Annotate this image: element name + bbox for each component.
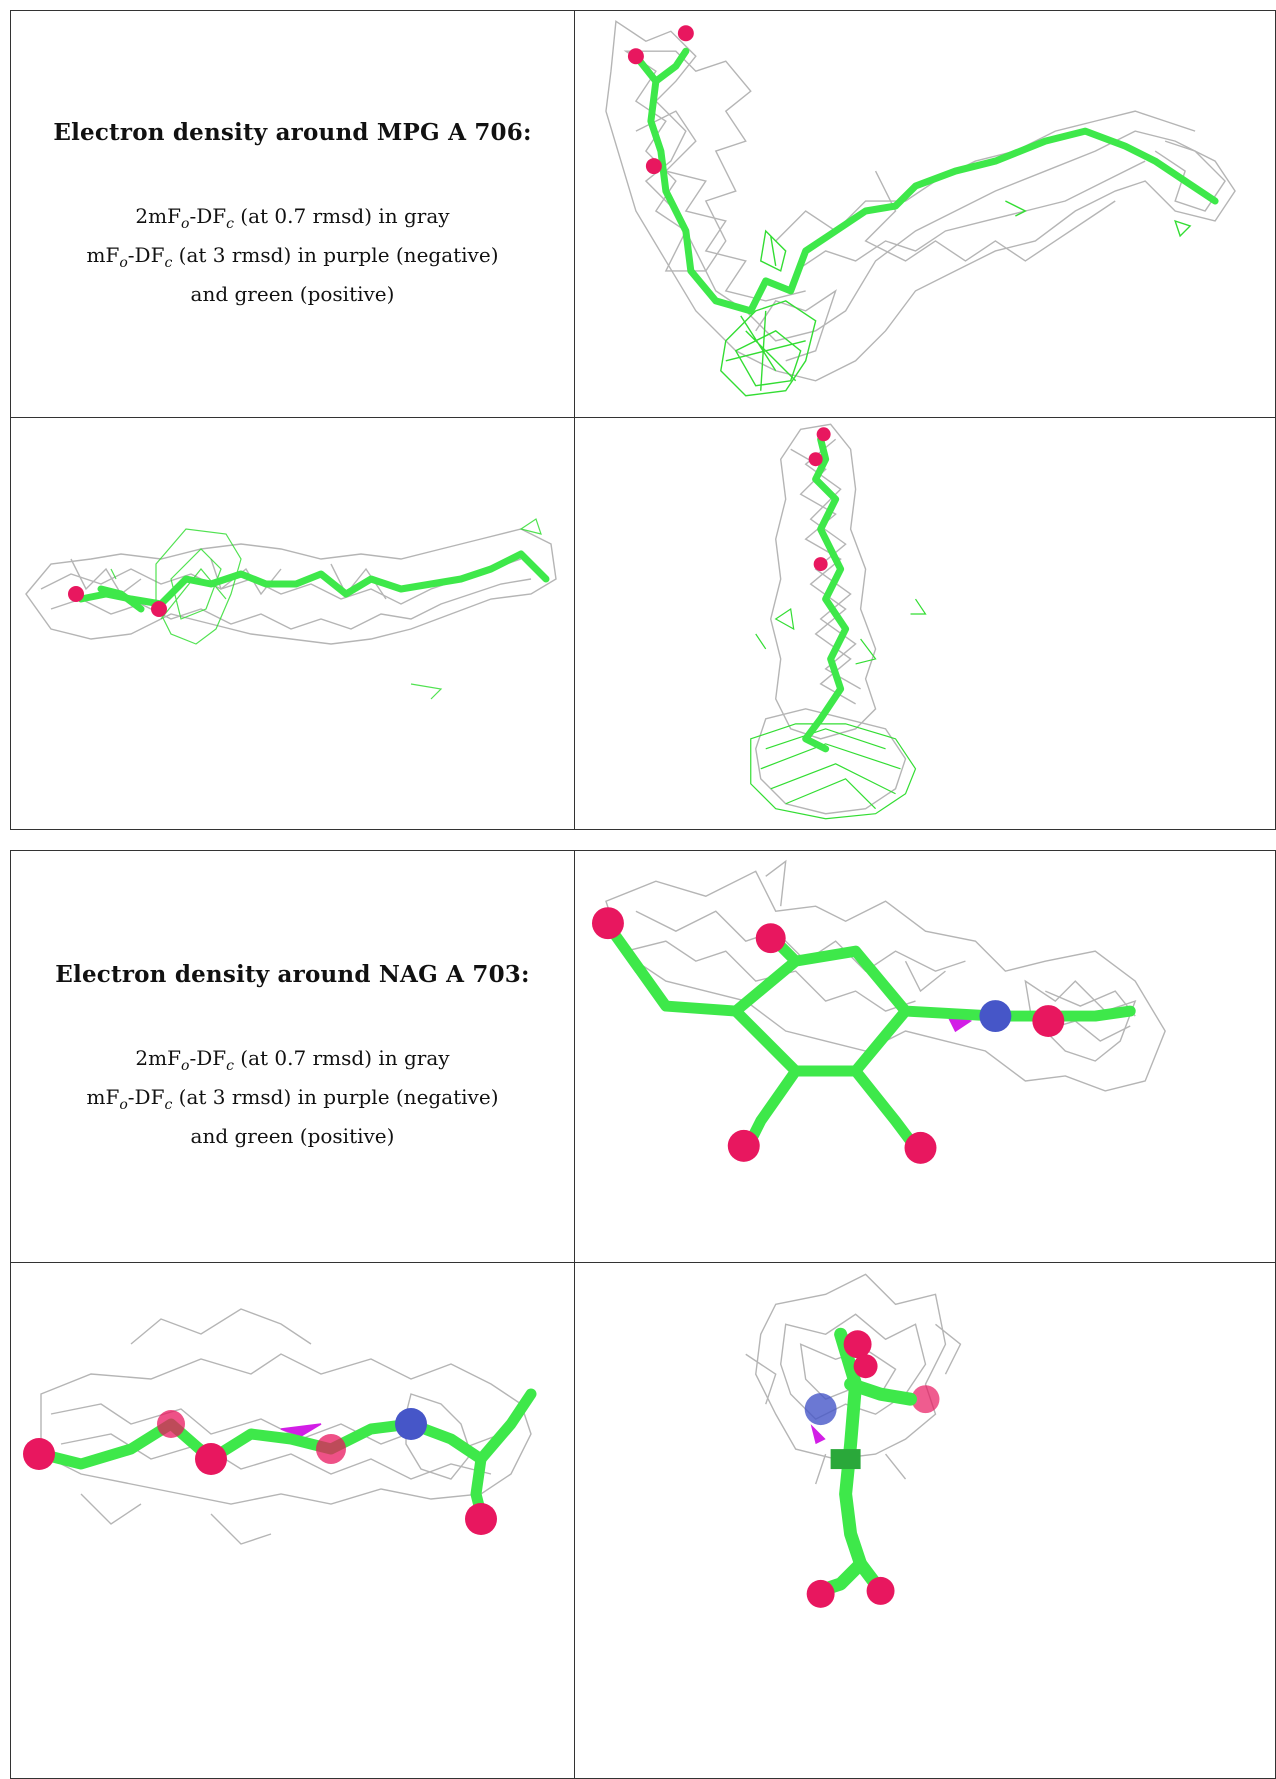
caption-line-1: 2mFo-DFc (at 0.7 rmsd) in gray xyxy=(135,1046,450,1074)
mpg-view-side xyxy=(11,419,574,829)
nag-view-end xyxy=(576,1264,1275,1778)
nag-caption: 2mFo-DFc (at 0.7 rmsd) in gray mFo-DFc (… xyxy=(87,1043,499,1152)
nag-density-panel: Electron density around NAG A 703: 2mFo-… xyxy=(10,850,1276,1779)
mpg-view-end xyxy=(576,419,1275,829)
nag-view-side xyxy=(11,1264,574,1778)
caption-line-2: mFo-DFc (at 3 rmsd) in purple (negative) xyxy=(86,242,499,271)
table-divider-horizontal xyxy=(11,1262,1275,1263)
mpg-title: Electron density around MPG A 706: xyxy=(53,118,532,146)
table-divider-horizontal xyxy=(11,417,1275,418)
nag-caption-cell: Electron density around NAG A 703: 2mFo-… xyxy=(11,851,574,1262)
table-divider-vertical xyxy=(574,11,575,829)
mpg-caption: 2mFo-DFc (at 0.7 rmsd) in gray mFo-DFc (… xyxy=(87,201,499,310)
caption-line-2: mFo-DFc (at 3 rmsd) in purple (negative) xyxy=(86,1085,499,1113)
mpg-view-top xyxy=(576,11,1275,417)
caption-line-3: and green (positive) xyxy=(190,1124,395,1148)
nag-view-top xyxy=(576,851,1275,1262)
table-divider-vertical xyxy=(574,851,575,1778)
caption-line-3: and green (positive) xyxy=(190,281,395,306)
mpg-caption-cell: Electron density around MPG A 706: 2mFo-… xyxy=(11,11,574,417)
caption-line-1: 2mFo-DFc (at 0.7 rmsd) in gray xyxy=(135,203,450,232)
nag-title: Electron density around NAG A 703: xyxy=(55,961,530,988)
mpg-density-panel: Electron density around MPG A 706: 2mFo-… xyxy=(10,10,1276,830)
